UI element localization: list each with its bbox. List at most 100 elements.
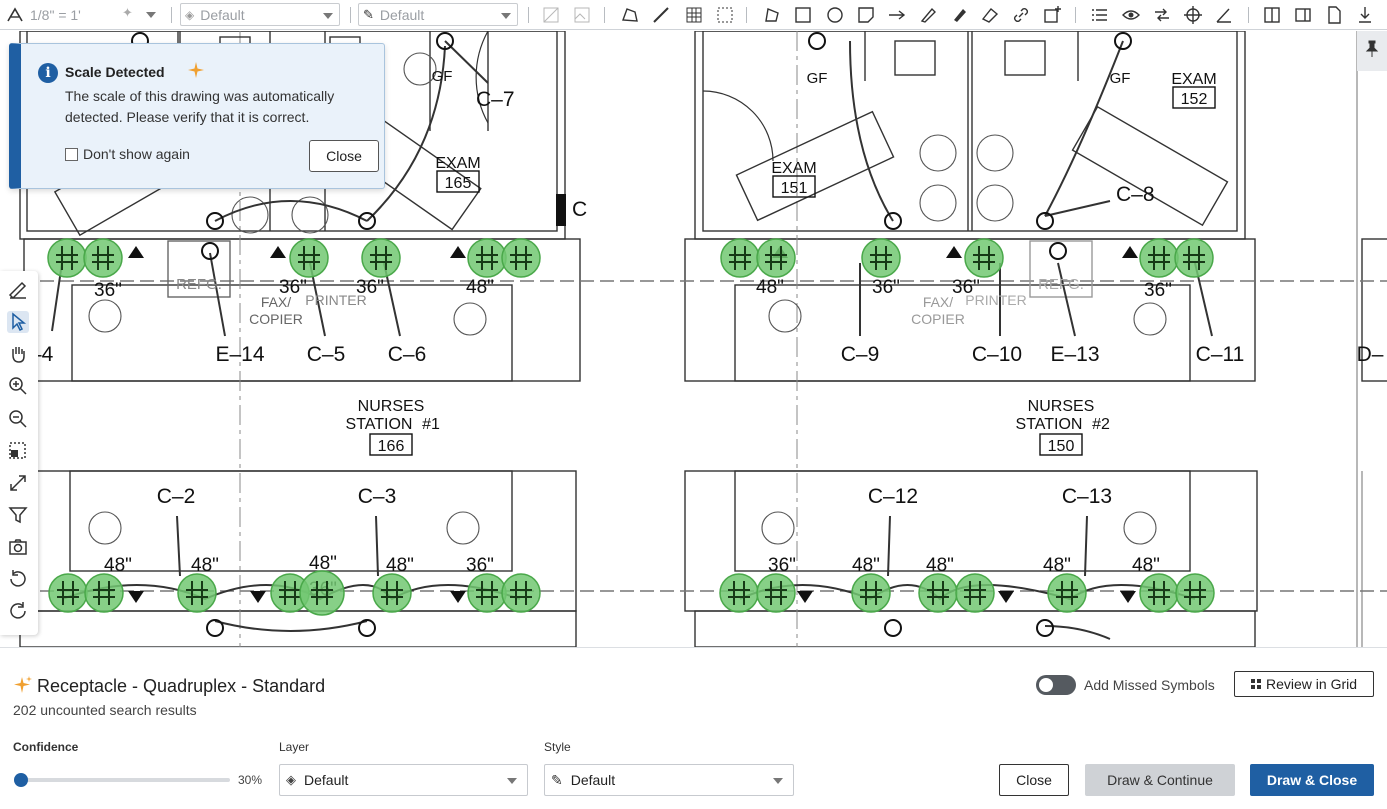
top-toolbar: 1/8" = 1' ✦ ◈ Default ✎ Default xyxy=(0,0,1387,30)
eraser-icon[interactable] xyxy=(980,5,1000,25)
receptacle-match-marker[interactable] xyxy=(467,238,507,278)
style-label: Style xyxy=(544,740,571,754)
download-icon[interactable] xyxy=(1355,5,1375,25)
circuit-label: C xyxy=(572,198,587,221)
receptacle-match-marker[interactable] xyxy=(289,238,329,278)
list-icon[interactable] xyxy=(1090,5,1110,25)
zoom-in-icon[interactable] xyxy=(7,375,29,397)
filter-icon[interactable] xyxy=(7,504,29,526)
receptacle-match-marker[interactable] xyxy=(1047,573,1087,613)
slider-handle[interactable] xyxy=(14,773,28,787)
receptacle-match-marker[interactable] xyxy=(501,238,541,278)
receptacle-match-marker[interactable] xyxy=(84,573,124,613)
toolbar-layer-select[interactable]: ◈ Default xyxy=(180,3,340,26)
receptacle-match-marker[interactable] xyxy=(1139,573,1179,613)
circuit-label: D– xyxy=(1357,343,1384,366)
receptacle-match-marker[interactable] xyxy=(1174,238,1214,278)
toolbar-style-select[interactable]: ✎ Default xyxy=(358,3,518,26)
polygon-icon[interactable] xyxy=(762,5,782,25)
room-label: STATION xyxy=(346,416,413,433)
pan-hand-icon[interactable] xyxy=(7,343,29,365)
camera-icon[interactable] xyxy=(7,536,29,558)
scale-detected-popup: i Scale Detected The scale of this drawi… xyxy=(9,43,385,189)
arrow-icon[interactable] xyxy=(887,5,907,25)
receptacle-match-marker[interactable] xyxy=(177,573,217,613)
layer-icon: ◈ xyxy=(185,7,195,22)
document-icon[interactable] xyxy=(1324,5,1344,25)
room-suffix: #1 xyxy=(422,416,440,433)
receptacle-match-marker[interactable] xyxy=(756,573,796,613)
circle-icon[interactable] xyxy=(825,5,845,25)
confidence-slider[interactable] xyxy=(14,773,230,787)
zoom-out-icon[interactable] xyxy=(7,408,29,430)
highlighter-icon[interactable] xyxy=(949,5,969,25)
review-in-grid-button[interactable]: Review in Grid xyxy=(1234,671,1374,697)
dimension-label: 36" xyxy=(94,280,122,301)
layer-icon: ◈ xyxy=(286,772,296,787)
receptacle-match-marker[interactable] xyxy=(47,238,87,278)
rotate-right-icon[interactable] xyxy=(7,600,29,622)
checkbox-box[interactable] xyxy=(65,147,78,161)
circuit-label: C–12 xyxy=(868,485,918,508)
receptacle-match-marker[interactable] xyxy=(501,573,541,613)
angle-icon[interactable] xyxy=(1214,5,1234,25)
rectangle-icon[interactable] xyxy=(793,5,813,25)
annotate-icon[interactable] xyxy=(7,279,29,301)
select-pointer-icon[interactable] xyxy=(7,311,29,333)
receptacle-match-marker[interactable] xyxy=(720,238,760,278)
receptacle-match-marker[interactable] xyxy=(918,573,958,613)
receptacle-match-marker[interactable] xyxy=(83,238,123,278)
receptacle-match-marker[interactable] xyxy=(1139,238,1179,278)
dimension-label: 48" xyxy=(1132,555,1160,576)
receptacle-match-marker[interactable] xyxy=(964,238,1004,278)
popup-close-button[interactable]: Close xyxy=(309,140,379,172)
area-select-icon[interactable] xyxy=(715,5,735,25)
room-number-box xyxy=(1172,86,1216,109)
note-icon[interactable] xyxy=(856,5,876,25)
receptacle-match-marker[interactable] xyxy=(851,573,891,613)
add-missed-symbols-toggle[interactable] xyxy=(1036,675,1076,695)
polygon-measure-icon[interactable] xyxy=(620,5,640,25)
receptacle-match-marker[interactable] xyxy=(48,573,88,613)
receptacle-match-marker[interactable] xyxy=(719,573,759,613)
receptacle-match-marker[interactable] xyxy=(372,573,412,613)
receptacle-match-marker[interactable] xyxy=(361,238,401,278)
receptacle-match-marker[interactable] xyxy=(861,238,901,278)
image-off-icon[interactable] xyxy=(572,5,592,25)
fit-expand-icon[interactable] xyxy=(7,472,29,494)
room-number: 165 xyxy=(445,175,472,192)
count-grid-icon[interactable] xyxy=(684,5,704,25)
receptacle-match-marker[interactable] xyxy=(467,573,507,613)
pin-icon xyxy=(1365,40,1379,57)
dont-show-again-checkbox[interactable]: Don't show again xyxy=(65,146,190,162)
panel-icon[interactable] xyxy=(1293,5,1313,25)
split-view-icon[interactable] xyxy=(1262,5,1282,25)
room-label: STATION xyxy=(1016,416,1083,433)
equipment-label: COPIER xyxy=(249,311,303,327)
pencil-icon[interactable] xyxy=(918,5,938,25)
crosshair-icon[interactable] xyxy=(1183,5,1203,25)
zoom-area-icon[interactable] xyxy=(7,440,29,462)
receptacle-match-marker[interactable] xyxy=(756,238,796,278)
add-image-icon[interactable] xyxy=(1042,5,1062,25)
close-button[interactable]: Close xyxy=(999,764,1069,796)
dimension-label: 36" xyxy=(952,277,980,298)
receptacle-match-marker[interactable] xyxy=(299,570,345,616)
result-count: 202 uncounted search results xyxy=(13,702,197,718)
grid-off-icon[interactable] xyxy=(541,5,561,25)
layer-select[interactable]: ◈ Default xyxy=(279,764,528,796)
style-select[interactable]: ✎ Default xyxy=(544,764,794,796)
draw-close-button[interactable]: Draw & Close xyxy=(1250,764,1374,796)
room-number: 166 xyxy=(378,438,405,455)
draw-continue-button[interactable]: Draw & Continue xyxy=(1085,764,1235,796)
link-icon[interactable] xyxy=(1011,5,1031,25)
rotate-left-icon[interactable] xyxy=(7,568,29,590)
receptacle-match-marker[interactable] xyxy=(955,573,995,613)
scale-select[interactable]: 1/8" = 1' ✦ xyxy=(26,3,162,26)
compare-icon[interactable] xyxy=(1152,5,1172,25)
circuit-label: E–14 xyxy=(215,343,264,366)
pin-button[interactable] xyxy=(1357,31,1387,71)
receptacle-match-marker[interactable] xyxy=(1175,573,1215,613)
eye-icon[interactable] xyxy=(1121,5,1141,25)
ruler-icon[interactable] xyxy=(651,5,671,25)
